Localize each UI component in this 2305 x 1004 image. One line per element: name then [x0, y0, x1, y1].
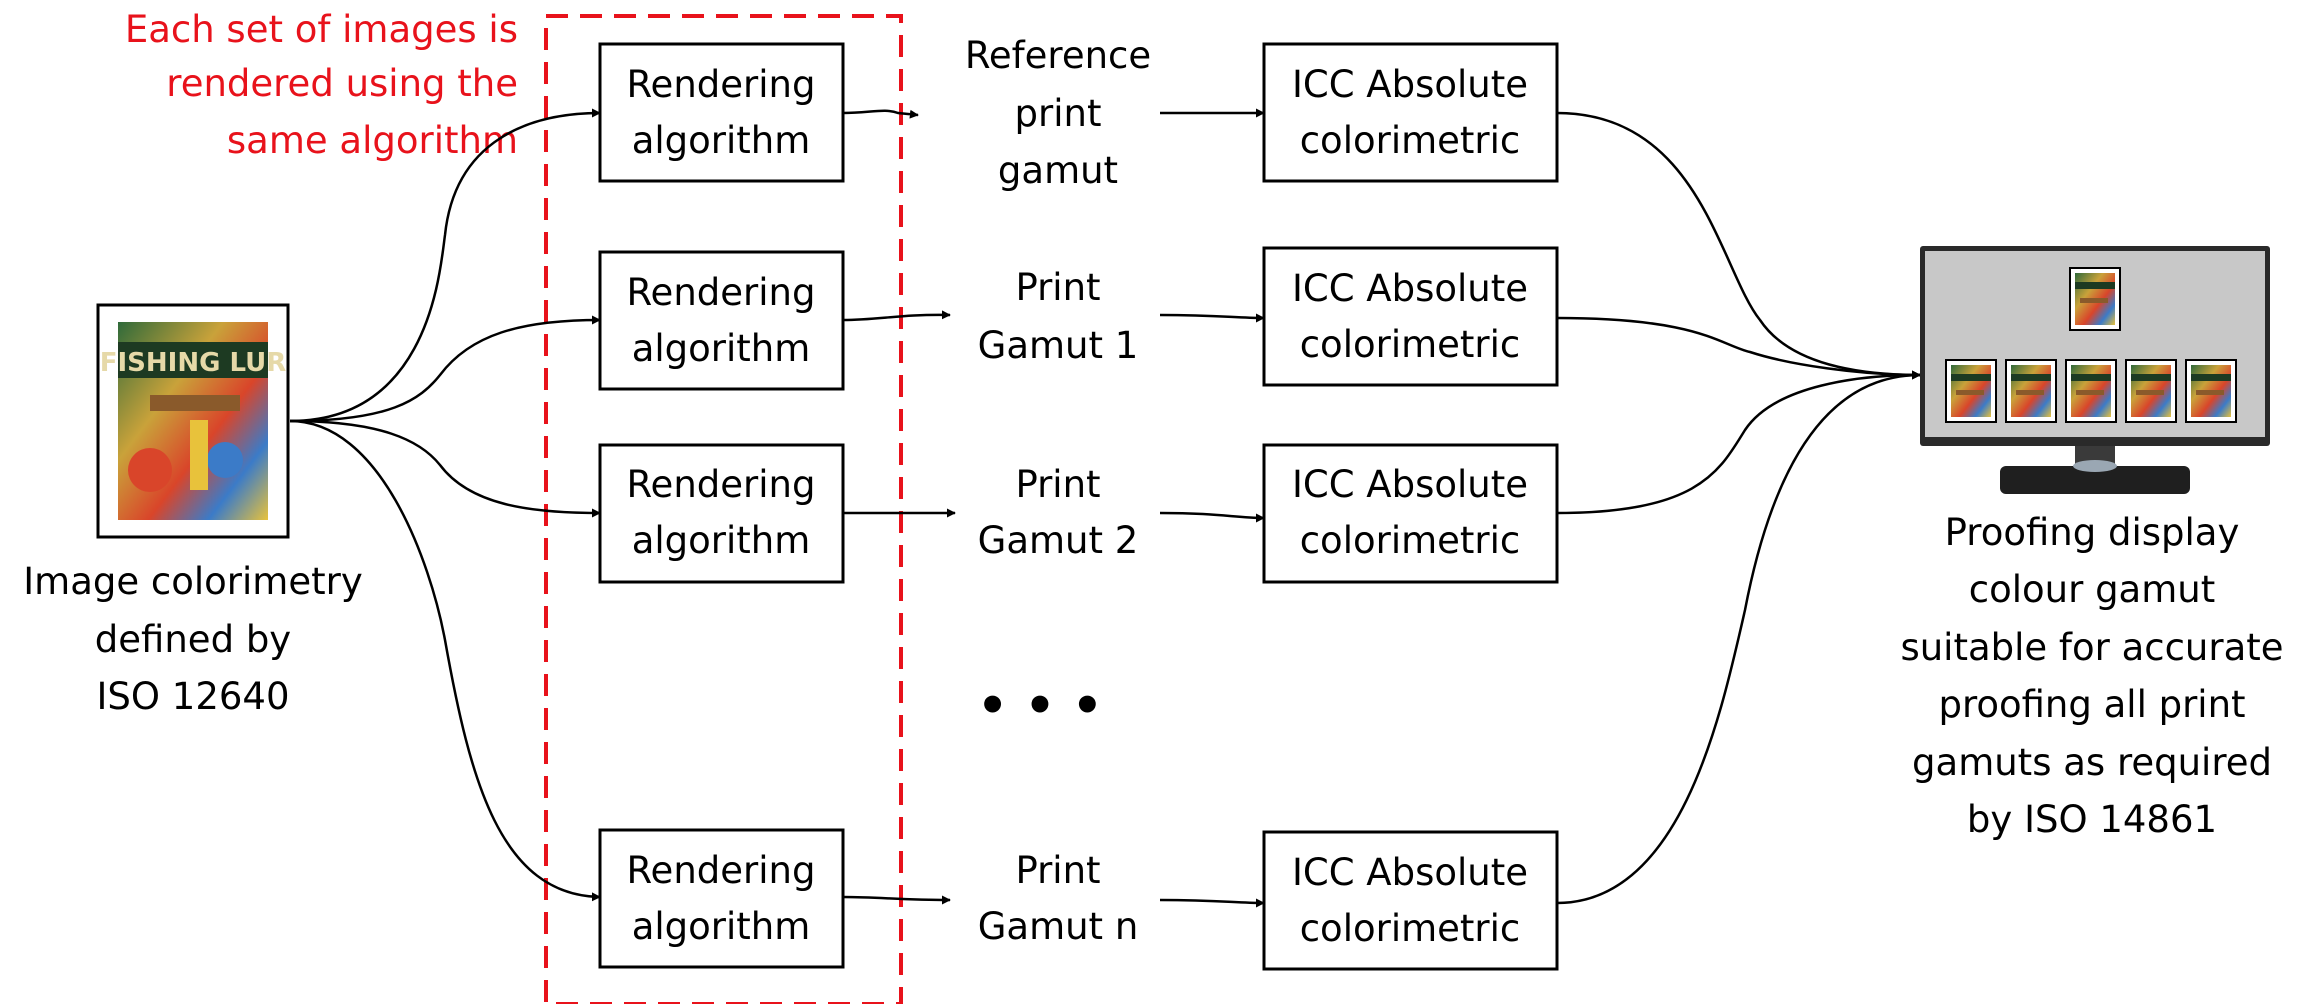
connector-icc-2-to-display — [1556, 316, 1921, 380]
rendering-algorithm-box-2 — [598, 250, 845, 391]
icc-transform-box-2 — [1262, 246, 1559, 387]
icc-transform-box-n — [1262, 830, 1559, 971]
connector-icc-3-to-display — [1556, 370, 1921, 515]
connector-gamut-to-icc-3 — [1159, 511, 1265, 523]
icc-transform-label-na: ICC Absolute — [1292, 851, 1528, 894]
rendering-algorithm-label-nb: algorithm — [632, 905, 811, 948]
connector-gamut-to-icc-n — [1159, 898, 1265, 908]
gamut-label-1b: print — [1015, 92, 1102, 135]
gamut-label-1a: Reference — [965, 34, 1151, 77]
source-caption-line-2: defined by — [95, 618, 291, 661]
source-image: FISHING LUR — [96, 303, 290, 539]
rendering-algorithm-box-n — [598, 828, 845, 969]
rendering-algorithm-label-1a: Rendering — [627, 63, 816, 106]
gamut-label-3a: Print — [1015, 463, 1100, 506]
annotation-line-2: rendered using the — [166, 62, 518, 105]
source-caption-line-1: Image colorimetry — [23, 560, 362, 603]
rendering-algorithm-label-1b: algorithm — [632, 119, 811, 162]
connector-source-to-algorithm-1 — [289, 108, 601, 423]
annotation-line-3: same algorithm — [227, 119, 518, 162]
gamut-label-2b: Gamut 1 — [978, 324, 1139, 367]
gamut-thumbnail-5 — [2185, 359, 2237, 423]
gamut-thumbnail-4 — [2125, 359, 2177, 423]
gamut-thumbnail-3 — [2065, 359, 2117, 423]
rendering-algorithm-label-na: Rendering — [627, 849, 816, 892]
monitor-stand — [2000, 466, 2190, 494]
display-caption-line-1: Proofing display — [1945, 511, 2240, 554]
source-caption-line-3: ISO 12640 — [97, 675, 290, 718]
icc-transform-label-2a: ICC Absolute — [1292, 267, 1528, 310]
connector-icc-n-to-display — [1556, 370, 1921, 905]
connector-algorithm-to-gamut-n — [842, 895, 951, 905]
connector-source-to-algorithm-3 — [289, 419, 601, 518]
gamut-label-nb: Gamut n — [978, 905, 1139, 948]
icc-transform-label-1a: ICC Absolute — [1292, 63, 1528, 106]
more-rows-ellipsis: • • • — [977, 678, 1102, 734]
connector-source-to-algorithm-2 — [289, 315, 601, 423]
connector-gamut-to-icc-2 — [1159, 313, 1265, 323]
gamut-label-na: Print — [1015, 849, 1100, 892]
gamut-thumbnail-1 — [1945, 359, 1997, 423]
gamut-label-1c: gamut — [998, 149, 1118, 192]
icc-transform-label-3b: colorimetric — [1300, 519, 1521, 562]
annotation-line-1: Each set of images is — [125, 8, 518, 51]
display-caption-line-6: by ISO 14861 — [1967, 798, 2217, 841]
gamut-thumbnail-2 — [2005, 359, 2057, 423]
icc-transform-label-nb: colorimetric — [1300, 907, 1521, 950]
icc-transform-label-2b: colorimetric — [1300, 323, 1521, 366]
reference-thumbnail — [2069, 267, 2121, 331]
proofing-monitor — [1920, 246, 2270, 494]
connector-source-to-algorithm-n — [289, 419, 601, 902]
icc-transform-label-1b: colorimetric — [1300, 119, 1521, 162]
connector-icc-1-to-display — [1556, 111, 1921, 380]
gamut-label-2a: Print — [1015, 266, 1100, 309]
display-caption-line-2: colour gamut — [1969, 568, 2215, 611]
display-caption-line-4: proofing all print — [1938, 683, 2245, 726]
rendering-algorithm-label-2b: algorithm — [632, 327, 811, 370]
rendering-algorithm-label-2a: Rendering — [627, 271, 816, 314]
display-caption-line-5: gamuts as required — [1912, 741, 2272, 784]
display-caption-line-3: suitable for accurate — [1900, 626, 2283, 669]
icc-transform-box-3 — [1262, 443, 1559, 584]
rendering-algorithm-label-3b: algorithm — [632, 519, 811, 562]
rendering-algorithm-label-3a: Rendering — [627, 463, 816, 506]
connector-algorithm-to-gamut-1 — [842, 109, 919, 119]
connector-algorithm-to-gamut-2 — [842, 310, 951, 322]
icc-transform-label-3a: ICC Absolute — [1292, 463, 1528, 506]
source-image-title: FISHING LUR — [100, 348, 287, 378]
gamut-label-3b: Gamut 2 — [978, 519, 1139, 562]
